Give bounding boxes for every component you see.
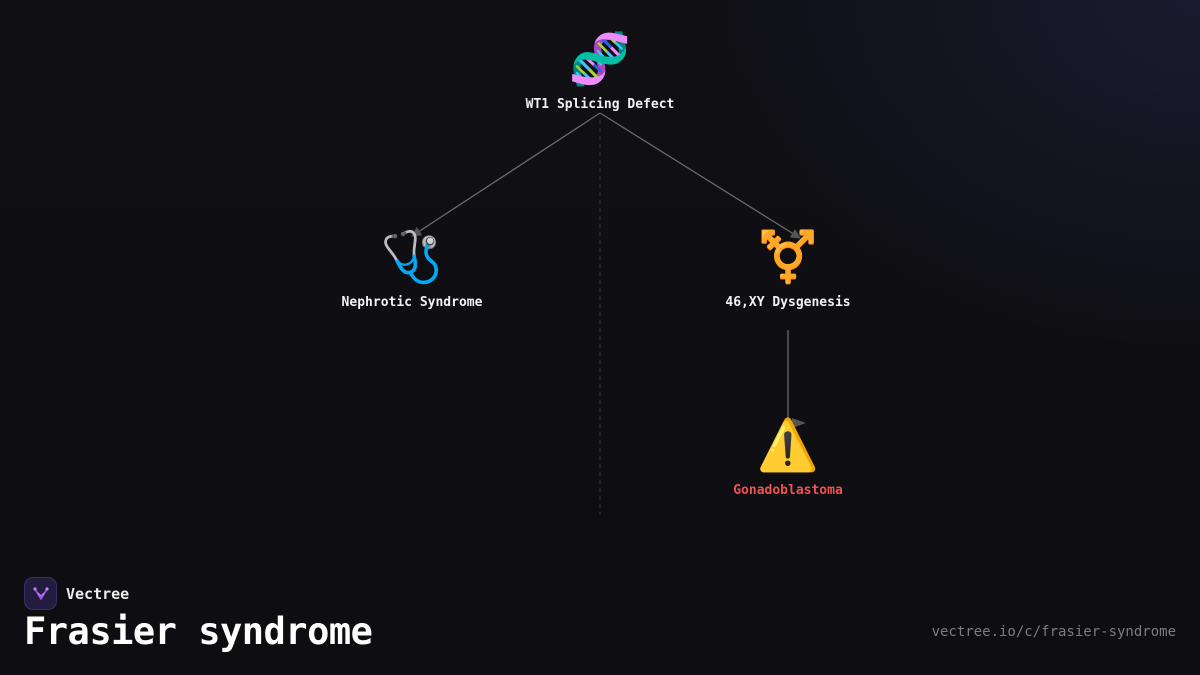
source-url-link[interactable]: vectree.io/c/frasier-syndrome [931, 624, 1176, 640]
transgender-symbol-icon: ⚧️ [756, 228, 820, 286]
node-label: Nephrotic Syndrome [341, 295, 483, 310]
node-wt1-splicing-defect[interactable]: 🧬 WT1 Splicing Defect [526, 29, 675, 112]
warning-icon: ⚠️ [756, 416, 820, 474]
page-title: Frasier syndrome [24, 610, 373, 653]
node-label: 46,XY Dysgenesis [725, 295, 851, 310]
edge-wt1-nephrotic [411, 112, 601, 237]
edge-wt1-dysgenesis [599, 112, 801, 239]
brand[interactable]: Vectree [24, 577, 129, 610]
edge-arrowhead-gonadoblastoma [792, 418, 806, 428]
stethoscope-icon: 🩺 [380, 228, 444, 286]
brand-name: Vectree [66, 584, 130, 603]
node-46xy-dysgenesis[interactable]: ⚧️ 46,XY Dysgenesis [725, 227, 850, 310]
vectree-logo-icon [24, 577, 57, 610]
node-label: Gonadoblastoma [733, 483, 843, 498]
node-nephrotic-syndrome[interactable]: 🩺 Nephrotic Syndrome [342, 227, 483, 310]
node-label: WT1 Splicing Defect [525, 97, 675, 112]
node-gonadoblastoma[interactable]: ⚠️ Gonadoblastoma [733, 415, 843, 498]
dna-icon: 🧬 [568, 30, 632, 88]
